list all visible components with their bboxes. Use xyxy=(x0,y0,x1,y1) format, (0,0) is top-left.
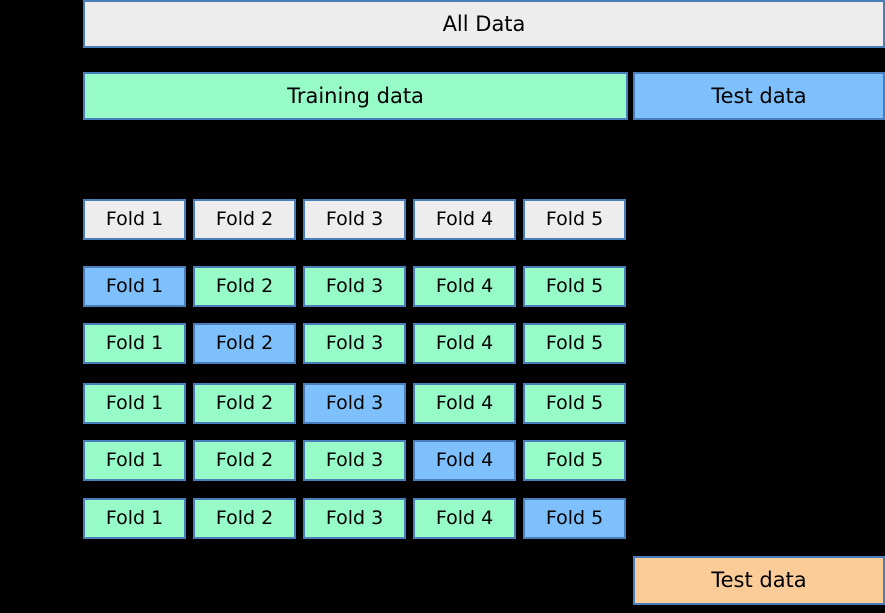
fold-label: Fold 5 xyxy=(545,392,604,414)
fold-label: Fold 1 xyxy=(105,275,164,297)
training-data-box: Training data xyxy=(83,72,628,120)
fold-cell: Fold 5 xyxy=(523,383,626,424)
fold-label: Fold 1 xyxy=(105,449,164,471)
fold-cell: Fold 2 xyxy=(193,383,296,424)
fold-cell: Fold 2 xyxy=(193,498,296,539)
fold-label: Fold 5 xyxy=(545,449,604,471)
fold-cell: Fold 3 xyxy=(303,440,406,481)
fold-label: Fold 2 xyxy=(215,507,274,529)
fold-cell: Fold 4 xyxy=(413,323,516,364)
cv-split-row: Fold 1 Fold 2 Fold 3 Fold 4 Fold 5 xyxy=(83,323,628,364)
fold-cell: Fold 1 xyxy=(83,266,186,307)
fold-header-label: Fold 5 xyxy=(545,208,604,230)
fold-label: Fold 2 xyxy=(215,449,274,471)
all-data-label: All Data xyxy=(442,11,526,36)
fold-header-row: Fold 1 Fold 2 Fold 3 Fold 4 Fold 5 xyxy=(83,199,628,240)
fold-header-label: Fold 2 xyxy=(215,208,274,230)
fold-label: Fold 1 xyxy=(105,332,164,354)
fold-cell: Fold 2 xyxy=(193,440,296,481)
test-data-box: Test data xyxy=(633,72,885,120)
fold-label: Fold 4 xyxy=(435,275,494,297)
training-data-label: Training data xyxy=(287,83,424,108)
fold-label: Fold 4 xyxy=(435,332,494,354)
fold-cell: Fold 1 xyxy=(83,323,186,364)
fold-cell: Fold 1 xyxy=(83,440,186,481)
fold-label: Fold 5 xyxy=(545,507,604,529)
fold-label: Fold 4 xyxy=(435,449,494,471)
fold-label: Fold 5 xyxy=(545,275,604,297)
fold-label: Fold 3 xyxy=(325,275,384,297)
fold-cell: Fold 1 xyxy=(83,498,186,539)
fold-header-cell: Fold 1 xyxy=(83,199,186,240)
fold-label: Fold 3 xyxy=(325,449,384,471)
final-test-data-label: Test data xyxy=(711,568,807,592)
fold-cell: Fold 2 xyxy=(193,323,296,364)
fold-cell: Fold 5 xyxy=(523,323,626,364)
fold-cell: Fold 3 xyxy=(303,323,406,364)
fold-label: Fold 5 xyxy=(545,332,604,354)
test-data-label: Test data xyxy=(711,83,807,108)
cv-split-row: Fold 1 Fold 2 Fold 3 Fold 4 Fold 5 xyxy=(83,440,628,481)
all-data-box: All Data xyxy=(83,0,885,48)
cv-split-row: Fold 1 Fold 2 Fold 3 Fold 4 Fold 5 xyxy=(83,266,628,307)
fold-label: Fold 4 xyxy=(435,392,494,414)
fold-label: Fold 2 xyxy=(215,275,274,297)
fold-label: Fold 1 xyxy=(105,507,164,529)
fold-header-label: Fold 3 xyxy=(325,208,384,230)
fold-label: Fold 3 xyxy=(325,332,384,354)
fold-label: Fold 2 xyxy=(215,332,274,354)
fold-cell: Fold 1 xyxy=(83,383,186,424)
fold-cell: Fold 5 xyxy=(523,440,626,481)
fold-label: Fold 3 xyxy=(325,392,384,414)
fold-cell: Fold 3 xyxy=(303,498,406,539)
fold-label: Fold 4 xyxy=(435,507,494,529)
fold-header-cell: Fold 3 xyxy=(303,199,406,240)
fold-cell: Fold 3 xyxy=(303,266,406,307)
fold-header-label: Fold 1 xyxy=(105,208,164,230)
final-test-data-box: Test data xyxy=(633,556,885,605)
fold-label: Fold 2 xyxy=(215,392,274,414)
cv-split-row: Fold 1 Fold 2 Fold 3 Fold 4 Fold 5 xyxy=(83,383,628,424)
fold-header-cell: Fold 5 xyxy=(523,199,626,240)
fold-cell: Fold 5 xyxy=(523,498,626,539)
fold-header-label: Fold 4 xyxy=(435,208,494,230)
fold-label: Fold 3 xyxy=(325,507,384,529)
fold-header-cell: Fold 2 xyxy=(193,199,296,240)
fold-cell: Fold 3 xyxy=(303,383,406,424)
fold-cell: Fold 4 xyxy=(413,383,516,424)
fold-cell: Fold 2 xyxy=(193,266,296,307)
fold-cell: Fold 4 xyxy=(413,266,516,307)
cv-split-row: Fold 1 Fold 2 Fold 3 Fold 4 Fold 5 xyxy=(83,498,628,539)
fold-label: Fold 1 xyxy=(105,392,164,414)
fold-header-cell: Fold 4 xyxy=(413,199,516,240)
fold-cell: Fold 4 xyxy=(413,440,516,481)
fold-cell: Fold 5 xyxy=(523,266,626,307)
fold-cell: Fold 4 xyxy=(413,498,516,539)
